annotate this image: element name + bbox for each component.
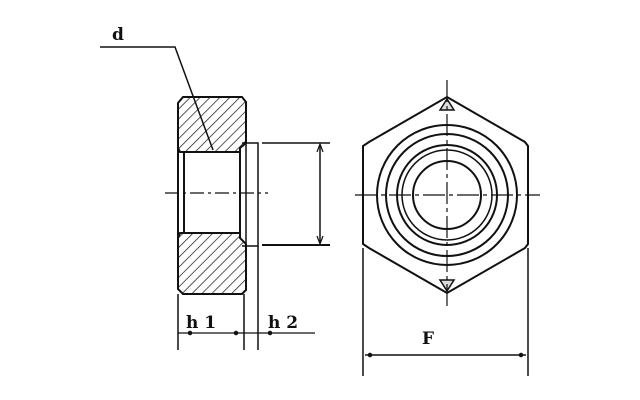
label-d: d bbox=[112, 25, 124, 45]
upper-hatched-section bbox=[177, 96, 247, 153]
side-section-view bbox=[100, 46, 330, 350]
front-view bbox=[355, 80, 540, 376]
lower-hatched-section bbox=[177, 232, 247, 295]
label-h2: h 2 bbox=[268, 313, 298, 333]
d-leader-line bbox=[100, 46, 214, 151]
pilot bbox=[242, 142, 259, 247]
label-h1: h 1 bbox=[186, 313, 216, 333]
label-f: F bbox=[422, 329, 434, 349]
